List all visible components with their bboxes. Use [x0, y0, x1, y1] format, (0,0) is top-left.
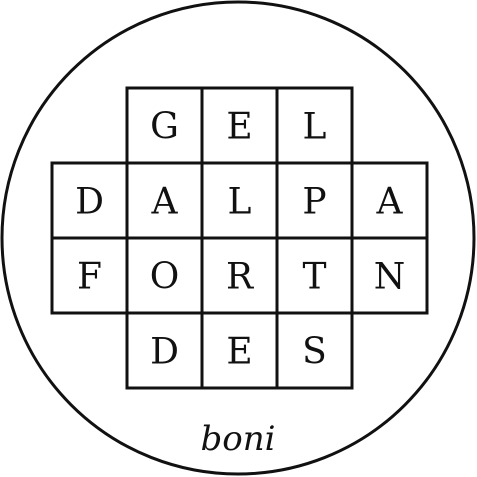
grid-letter: S	[302, 332, 327, 373]
grid-letter: F	[77, 257, 102, 298]
grid-letter: L	[228, 182, 252, 223]
grid-letter: N	[374, 257, 406, 298]
caption-label: boni	[200, 419, 275, 459]
grid-letter: A	[376, 182, 404, 223]
grid-letter: T	[302, 257, 326, 298]
grid-letter: G	[150, 107, 179, 148]
grid-letter: D	[75, 182, 104, 223]
grid-letter: O	[150, 257, 180, 298]
grid-letter: E	[226, 332, 252, 373]
grid-cell	[350, 236, 429, 315]
grid-letter: R	[226, 257, 254, 298]
grid-letter: A	[151, 182, 179, 223]
grid-cell	[275, 311, 354, 390]
grid-letter: L	[303, 107, 327, 148]
grid-letter: P	[302, 182, 326, 223]
grid-letter: E	[226, 107, 252, 148]
grid-letter: D	[150, 332, 179, 373]
